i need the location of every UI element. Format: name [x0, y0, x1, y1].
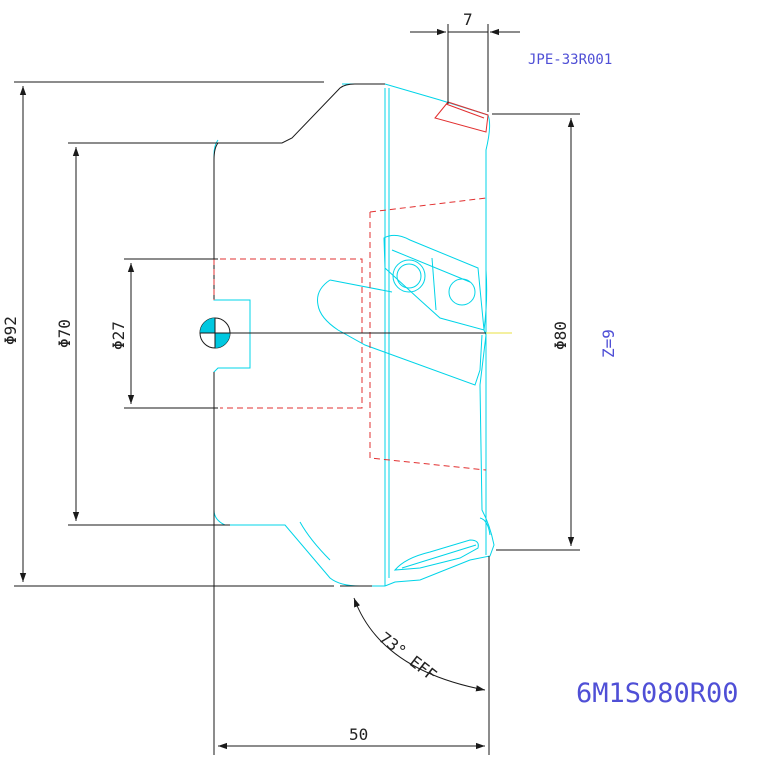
part-number-label: 6M1S080R00 — [576, 678, 739, 709]
width-7-label: 7 — [463, 10, 473, 29]
dimension-dia-92: Φ92 — [1, 81, 334, 587]
dimension-dia-70: Φ70 — [55, 142, 230, 526]
center-mark-icon — [199, 317, 231, 349]
dia-27-label: Φ27 — [109, 321, 128, 350]
insert-code-label: JPE-33R001 — [528, 52, 612, 68]
teeth-count-label: Z=9 — [599, 329, 618, 358]
cutter-top-profile — [213, 83, 385, 300]
dia-92-label: Φ92 — [1, 316, 20, 345]
angle-label: 73° EFF — [376, 628, 441, 684]
top-insert — [434, 101, 489, 133]
dimension-dia-80: Φ80 — [492, 113, 580, 551]
dimension-length-50: 50 — [213, 372, 490, 755]
dimension-width-7: 7 — [410, 10, 520, 112]
dia-70-label: Φ70 — [55, 319, 74, 348]
length-50-label: 50 — [349, 725, 368, 744]
cutter-body-outline — [213, 83, 495, 587]
dimension-angle-73: 73° EFF — [340, 585, 486, 692]
dia-80-label: Φ80 — [551, 321, 570, 350]
dimension-dia-27: Φ27 — [109, 258, 218, 409]
hidden-lines — [213, 197, 487, 471]
